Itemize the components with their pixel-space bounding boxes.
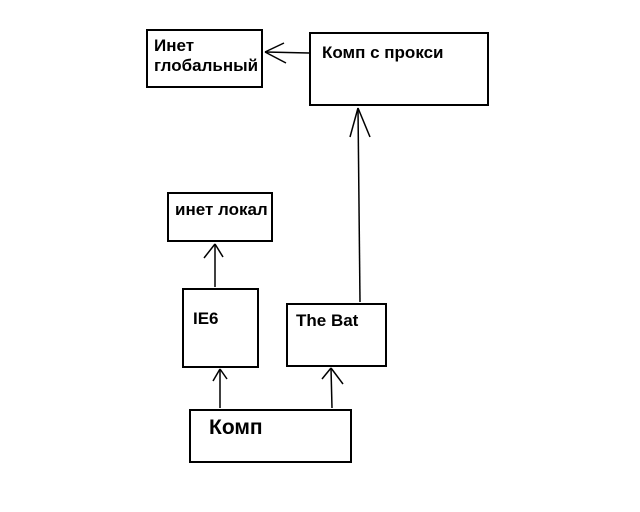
node-inet-global: Инет глобальный (146, 29, 263, 88)
node-komp-label: Комп (209, 416, 263, 439)
node-the-bat: The Bat (286, 303, 387, 367)
node-ie6-label: IE6 (193, 309, 219, 328)
node-komp: Комп (189, 409, 352, 463)
node-inet-global-label: Инет глобальный (154, 36, 259, 75)
arrow-komp-to-thebat (321, 367, 344, 409)
node-the-bat-label: The Bat (296, 311, 359, 330)
node-inet-lokal: инет локал (167, 192, 273, 242)
node-ie6: IE6 (182, 288, 259, 368)
arrow-ie6-to-lokal (203, 243, 224, 287)
arrow-thebat-to-proxy (349, 107, 371, 303)
arrow-proxy-to-global (264, 42, 310, 64)
node-komp-proxy-label: Комп с прокси (322, 43, 444, 62)
node-komp-proxy: Комп с прокси (309, 32, 489, 106)
arrow-komp-to-ie6 (212, 368, 228, 408)
node-inet-lokal-label: инет локал (175, 200, 268, 219)
